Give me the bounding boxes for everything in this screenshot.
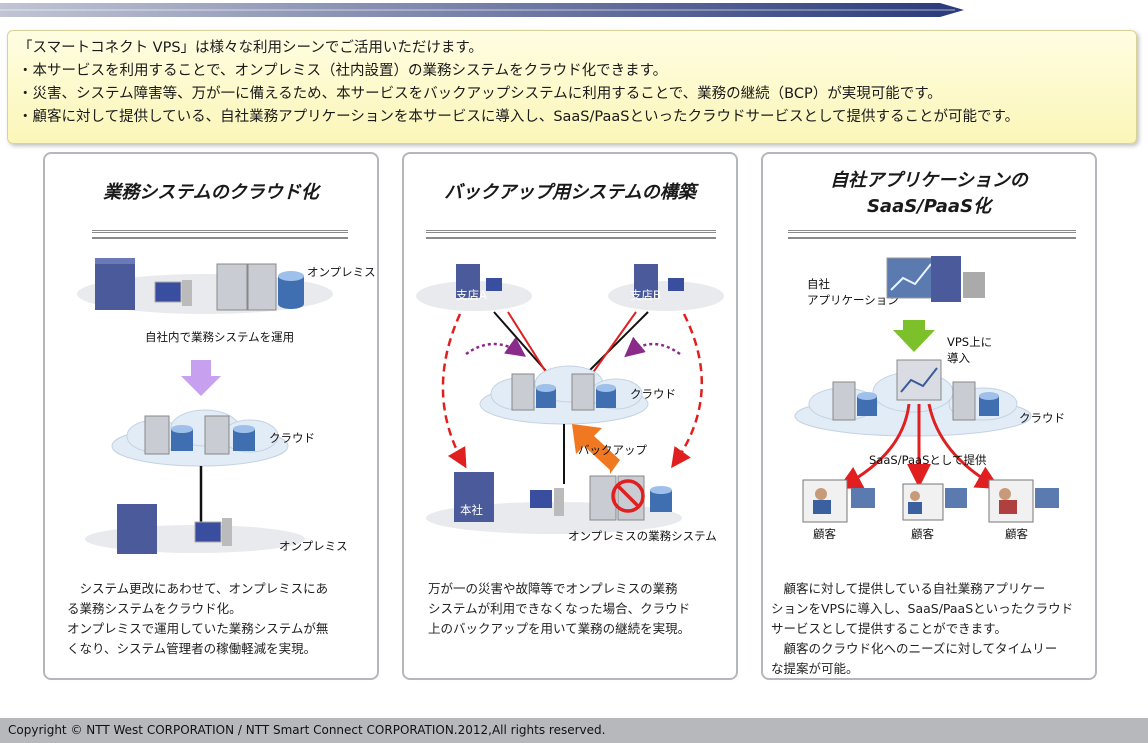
panel-title: SaaS/PaaS化 xyxy=(866,196,992,217)
label-branch-a: 支店A xyxy=(456,288,487,302)
building-icon xyxy=(456,264,658,298)
cloud-icon xyxy=(111,409,289,467)
building-icon xyxy=(454,472,494,522)
customer-icon xyxy=(902,483,967,521)
label-customer: 顧客 xyxy=(911,527,934,541)
title-divider xyxy=(426,230,716,239)
server-icon xyxy=(931,256,961,302)
deploy-arrow xyxy=(893,320,935,352)
panel-cloud-migration: 業務システムのクラウド化 オンプレミス 自社内で業務システムを運用 クラウド オ… xyxy=(43,152,379,680)
label-onprem-system: オンプレミスの業務システム xyxy=(568,529,717,543)
label-onprem: オンプレミス xyxy=(279,539,348,553)
label-backup: バックアップ xyxy=(578,443,647,457)
backup-diagram: 支店A 支店B クラウド バックアップ 本社 オンプレミスの業務システム xyxy=(416,264,724,543)
database-icon xyxy=(650,486,672,512)
migrate-arrow xyxy=(181,360,221,396)
label-hq: 本社 xyxy=(460,503,483,517)
intro-bullet: ・災害、システム障害等、万が一に備えるため、本サービスをバックアップシステムに利… xyxy=(18,86,942,102)
label-branch-b: 支店B xyxy=(630,288,661,302)
panel-saas-paas: 自社アプリケーションの SaaS/PaaS化 自社 アプリケーション VPS上に… xyxy=(761,152,1097,680)
cloud-icon xyxy=(479,365,649,425)
label-cloud: クラウド xyxy=(269,431,315,445)
server-icon xyxy=(216,263,277,311)
panel-title: 自社アプリケーションの xyxy=(830,170,1028,191)
backup-arrow xyxy=(572,424,620,474)
customer-icon xyxy=(802,479,875,523)
label-customer: 顧客 xyxy=(1005,527,1028,541)
cloud-migration-diagram: オンプレミス 自社内で業務システムを運用 クラウド オンプレミス xyxy=(77,258,376,554)
title-divider xyxy=(788,230,1076,239)
label-cloud: クラウド xyxy=(630,387,676,401)
app-monitor-icon xyxy=(886,257,936,299)
intro-bullet: ・本サービスを利用することで、オンプレミス（社内設置）の業務システムをクラウド化… xyxy=(18,63,668,79)
server-icon xyxy=(144,415,230,455)
panel-description: 万が一の災害や故障等でオンプレミスの業務 システムが利用できなくなった場合、クラ… xyxy=(428,581,691,636)
label-operation: 自社内で業務システムを運用 xyxy=(145,330,294,344)
server-icon xyxy=(832,381,976,421)
building-icon xyxy=(95,258,135,310)
intro-bullet: ・顧客に対して提供している、自社業務アプリケーションを本サービスに導入し、Saa… xyxy=(18,109,1020,125)
label-app: アプリケーション xyxy=(807,293,899,307)
panel-backup-system: バックアップ用システムの構築 支店A 支店B クラウド xyxy=(402,152,738,680)
database-icon xyxy=(278,271,304,309)
label-app: 自社 xyxy=(807,277,830,291)
label-vps: VPS上に xyxy=(947,335,992,349)
label-vps: 導入 xyxy=(947,351,970,365)
panel-title: 業務システムのクラウド化 xyxy=(103,182,319,203)
app-monitor-icon xyxy=(896,359,942,401)
pc-icon xyxy=(530,488,564,516)
pc-icon xyxy=(194,518,232,546)
copyright-footer: Copyright © NTT West CORPORATION / NTT S… xyxy=(0,718,1148,743)
customer-icon xyxy=(988,479,1059,523)
intro-heading: 「スマートコネクト VPS」は様々な利用シーンでご活用いただけます。 xyxy=(18,40,483,56)
label-cloud: クラウド xyxy=(1019,411,1065,425)
panel-title: バックアップ用システムの構築 xyxy=(444,182,696,203)
panel-description: システム更改にあわせて、オンプレミスにあ る業務システムをクラウド化。 オンプレ… xyxy=(67,581,329,656)
saas-diagram: 自社 アプリケーション VPS上に 導入 クラウド SaaS/PaaSとして提供… xyxy=(794,256,1065,541)
database-icon xyxy=(171,425,255,451)
database-icon xyxy=(857,392,999,416)
server-icon xyxy=(511,373,595,411)
header-arrow-bar xyxy=(0,3,964,17)
title-divider xyxy=(92,230,348,239)
label-onprem: オンプレミス xyxy=(307,265,376,279)
database-icon xyxy=(536,384,616,408)
label-saas: SaaS/PaaSとして提供 xyxy=(869,453,987,467)
prohibited-icon xyxy=(611,479,645,513)
pc-icon xyxy=(154,280,192,306)
pc-icon xyxy=(486,278,684,291)
panel-description: 顧客に対して提供している自社業務アプリケー ションをVPSに導入し、SaaS/P… xyxy=(771,581,1074,676)
label-customer: 顧客 xyxy=(813,527,836,541)
intro-box: 「スマートコネクト VPS」は様々な利用シーンでご活用いただけます。 ・本サービ… xyxy=(7,30,1137,144)
building-icon xyxy=(117,504,157,554)
pc-icon xyxy=(963,272,985,298)
